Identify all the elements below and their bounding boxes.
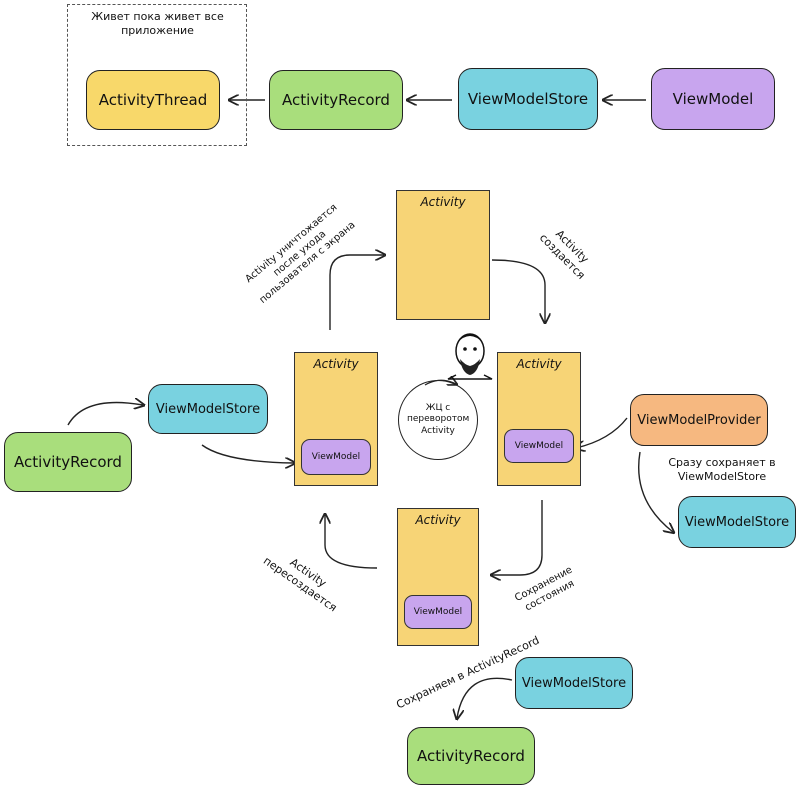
activity-right-title: Activity (516, 357, 562, 371)
view-model-provider-node: ViewModelProvider (630, 394, 768, 446)
activity-bottom-title: Activity (415, 513, 461, 527)
view-model-right: ViewModel (504, 429, 574, 463)
arrow-icon (492, 500, 543, 575)
activity-bottom: Activity ViewModel (397, 508, 479, 646)
arrow-icon (638, 451, 673, 532)
arrow-icon (329, 255, 384, 330)
activity-top: Activity (396, 190, 490, 320)
center-note: ЖЦ с переворотом Activity (407, 403, 470, 436)
view-model-store-top-node: ViewModelStore (458, 68, 598, 130)
app-lifetime-frame (67, 4, 247, 146)
activity-top-title: Activity (420, 195, 466, 209)
activity-record-top-node: ActivityRecord (269, 70, 403, 130)
activity-record-left-node: ActivityRecord (4, 432, 132, 492)
view-model-store-bottom-node: ViewModelStore (515, 657, 633, 709)
arrow-icon (576, 417, 628, 448)
view-model-store-left-node: ViewModelStore (148, 384, 268, 434)
view-model-store-right-node: ViewModelStore (678, 496, 796, 548)
provider-note: Сразу сохраняет в ViewModelStore (668, 456, 776, 483)
arrow-icon (457, 677, 513, 718)
center-note-circle: ЖЦ с переворотом Activity (398, 380, 478, 460)
activity-record-bottom-node: ActivityRecord (407, 727, 535, 785)
app-lifetime-note: Живет пока живет все приложение (91, 10, 224, 37)
view-model-left: ViewModel (301, 439, 371, 475)
arrow-icon (67, 403, 143, 426)
arrow-icon (325, 515, 378, 569)
activity-left: Activity ViewModel (294, 352, 378, 486)
activity-left-title: Activity (313, 357, 359, 371)
portrait-icon (447, 333, 493, 380)
view-model-top-node: ViewModel (651, 68, 775, 130)
arrow-icon (201, 444, 294, 463)
activity-right: Activity ViewModel (497, 352, 581, 486)
activity-thread-node: ActivityThread (86, 70, 220, 130)
arrow-icon (491, 259, 545, 322)
view-model-bottom: ViewModel (404, 595, 472, 629)
